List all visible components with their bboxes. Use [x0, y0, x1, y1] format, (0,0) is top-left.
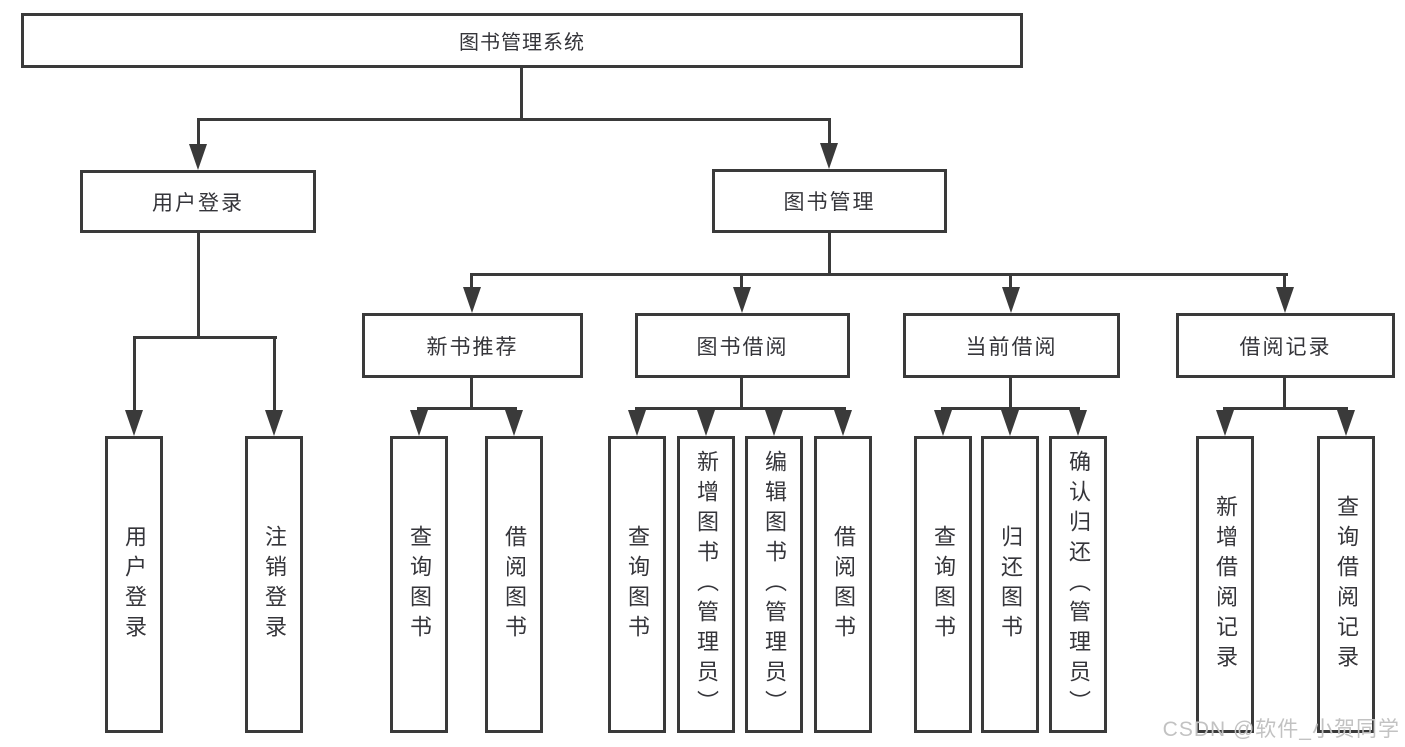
arrow-down-icon — [265, 410, 283, 436]
leaf-edit-book-admin: 编辑图书（管理员） — [745, 436, 803, 733]
connector-line — [828, 233, 831, 276]
leaf-query-books-current: 查询图书 — [914, 436, 972, 733]
connector-line — [133, 336, 277, 339]
connector-line — [828, 118, 831, 146]
leaf-add-book-admin: 新增图书（管理员） — [677, 436, 735, 733]
arrow-down-icon — [765, 410, 783, 436]
leaf-return-book: 归还图书 — [981, 436, 1039, 733]
connector-line — [636, 407, 846, 410]
node-library-system: 图书管理系统 — [21, 13, 1023, 68]
node-new-book-recommend: 新书推荐 — [362, 313, 583, 378]
connector-line — [520, 68, 523, 121]
arrow-down-icon — [834, 410, 852, 436]
leaf-user-login: 用户登录 — [105, 436, 163, 733]
connector-line — [1009, 378, 1012, 410]
arrow-down-icon — [820, 143, 838, 169]
connector-line — [471, 273, 1288, 276]
arrow-down-icon — [733, 287, 751, 313]
leaf-confirm-return-admin: 确认归还（管理员） — [1049, 436, 1107, 733]
arrow-down-icon — [628, 410, 646, 436]
arrow-down-icon — [1276, 287, 1294, 313]
arrow-down-icon — [463, 287, 481, 313]
connector-line — [942, 407, 1080, 410]
leaf-query-books-borrow: 查询图书 — [608, 436, 666, 733]
arrow-down-icon — [1069, 410, 1087, 436]
connector-line — [740, 378, 743, 410]
connector-line — [1283, 273, 1286, 290]
csdn-watermark: CSDN @软件_小贺同学 — [1162, 718, 1400, 741]
leaf-logout: 注销登录 — [245, 436, 303, 733]
node-borrow-records: 借阅记录 — [1176, 313, 1395, 378]
connector-line — [417, 407, 517, 410]
arrow-down-icon — [1216, 410, 1234, 436]
arrow-down-icon — [934, 410, 952, 436]
connector-line — [740, 273, 743, 290]
connector-line — [470, 378, 473, 410]
leaf-borrow-books: 借阅图书 — [814, 436, 872, 733]
connector-line — [197, 118, 831, 121]
arrow-down-icon — [697, 410, 715, 436]
arrow-down-icon — [1002, 287, 1020, 313]
connector-line — [1224, 407, 1348, 410]
arrow-down-icon — [1001, 410, 1019, 436]
connector-line — [470, 273, 473, 290]
leaf-add-borrow-record: 新增借阅记录 — [1196, 436, 1254, 733]
connector-line — [133, 336, 136, 414]
connector-line — [273, 336, 276, 414]
leaf-query-borrow-record: 查询借阅记录 — [1317, 436, 1375, 733]
arrow-down-icon — [189, 144, 207, 170]
node-user-login: 用户登录 — [80, 170, 316, 233]
arrow-down-icon — [410, 410, 428, 436]
connector-line — [1009, 273, 1012, 290]
arrow-down-icon — [505, 410, 523, 436]
node-book-borrow: 图书借阅 — [635, 313, 850, 378]
connector-line — [197, 118, 200, 146]
leaf-borrow-books-recommend: 借阅图书 — [485, 436, 543, 733]
node-current-borrow: 当前借阅 — [903, 313, 1120, 378]
leaf-query-books-recommend: 查询图书 — [390, 436, 448, 733]
arrow-down-icon — [1337, 410, 1355, 436]
connector-line — [197, 233, 200, 339]
node-book-management: 图书管理 — [712, 169, 947, 233]
connector-line — [1283, 378, 1286, 410]
arrow-down-icon — [125, 410, 143, 436]
